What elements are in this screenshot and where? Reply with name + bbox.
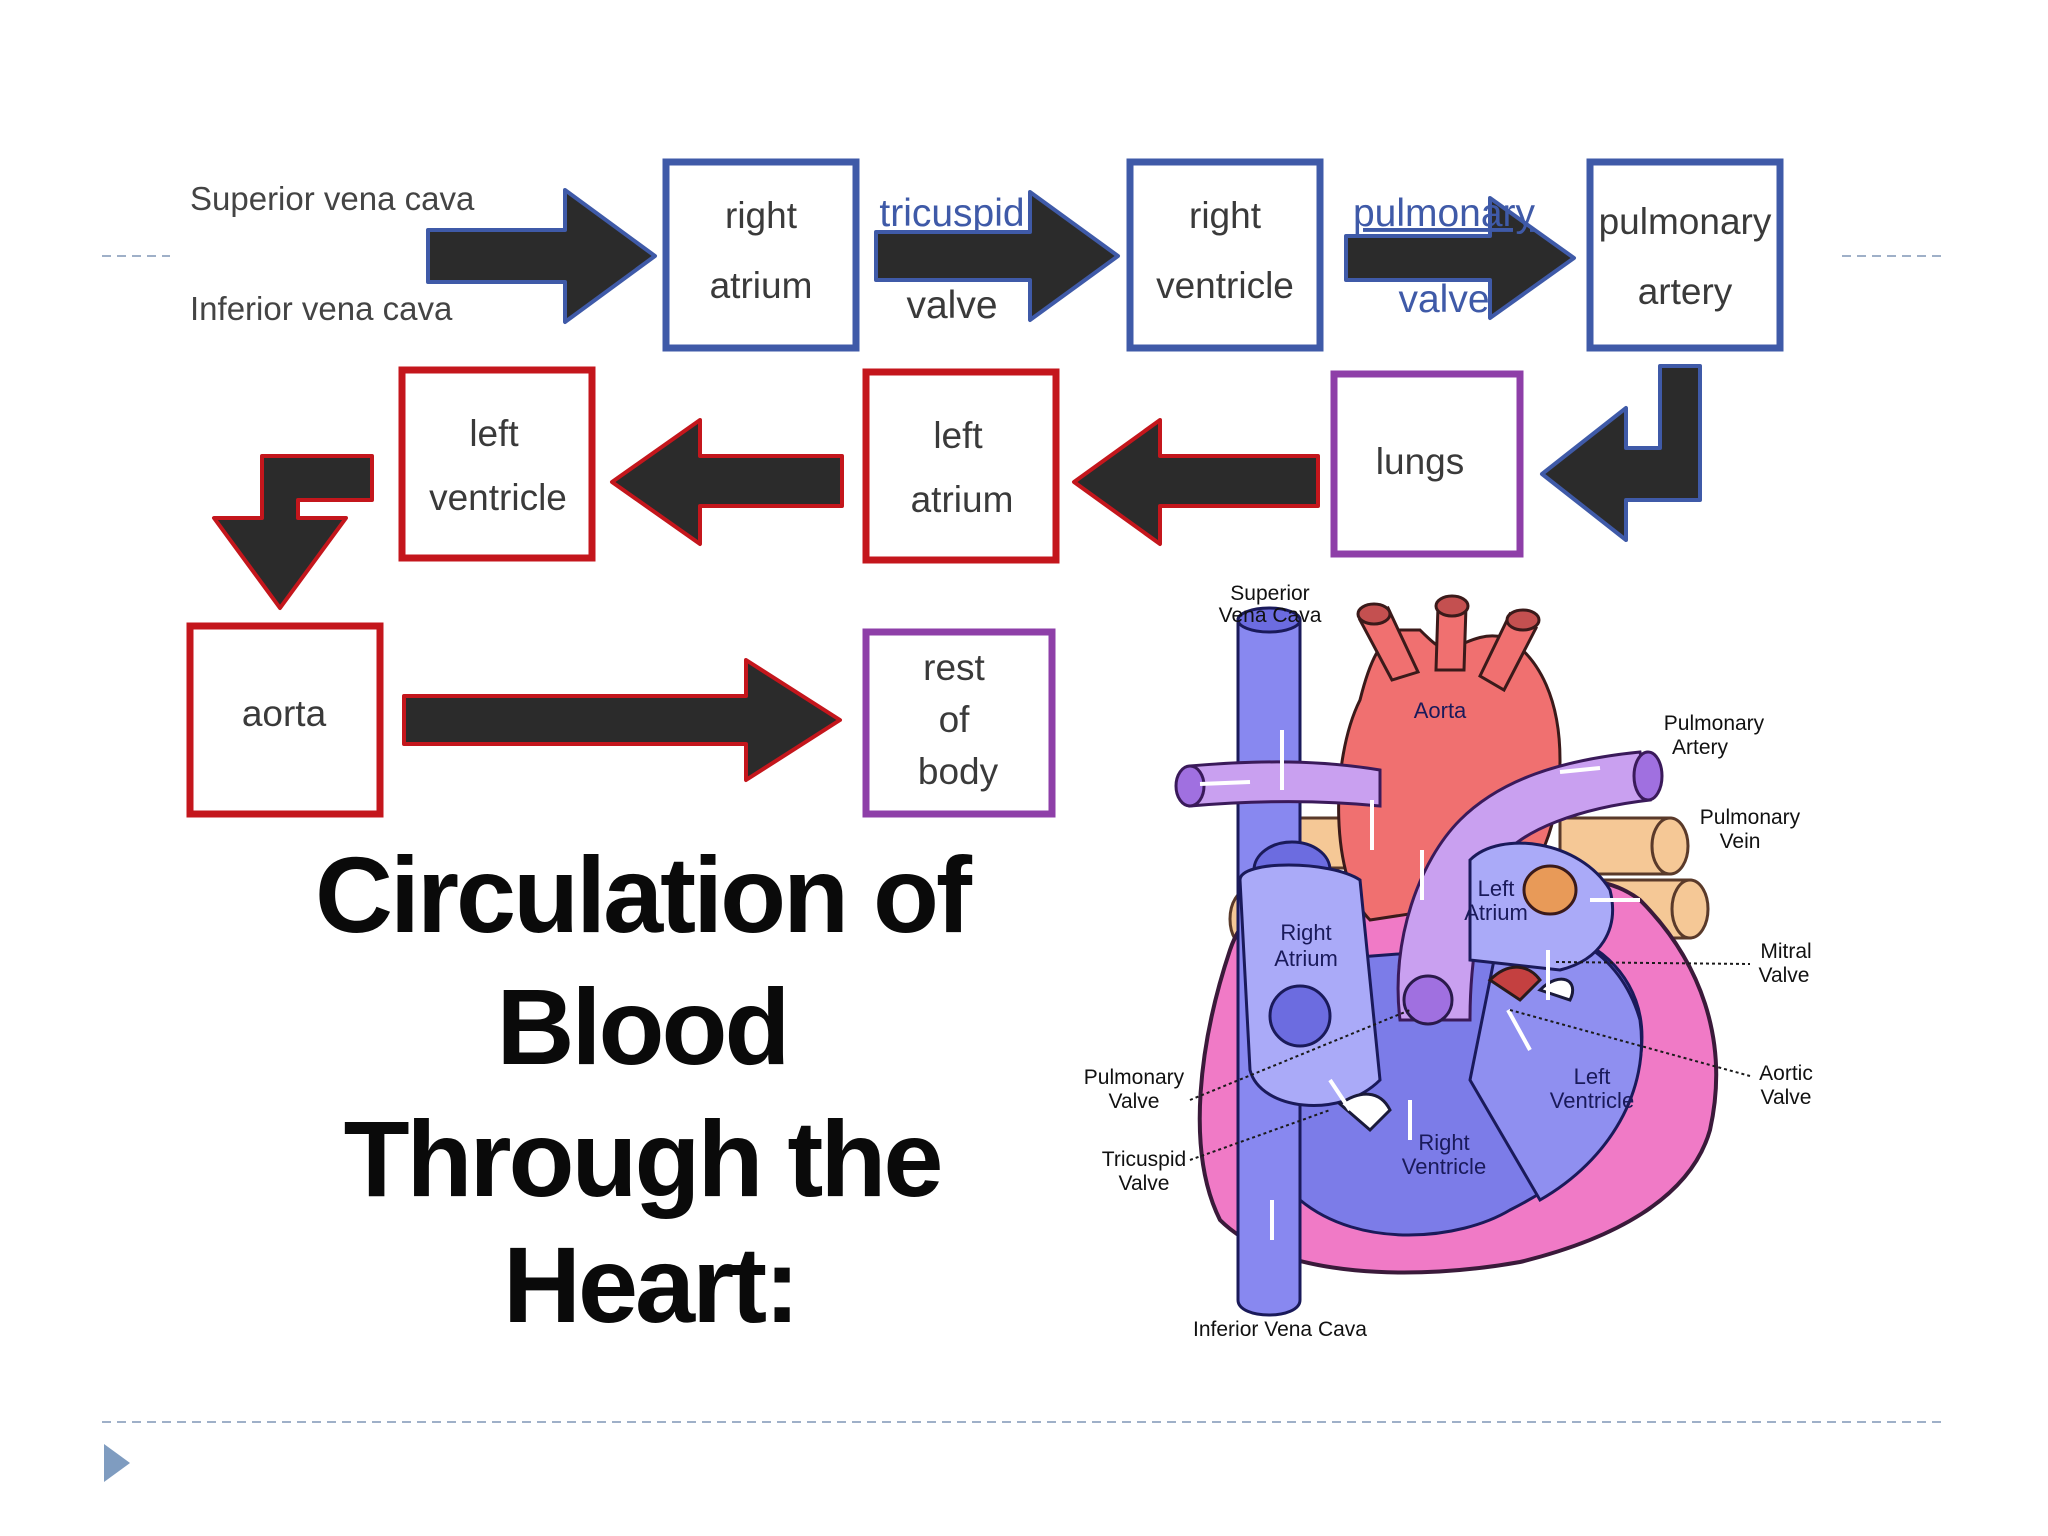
lungs-text: lungs — [1376, 441, 1464, 482]
right-ventricle-box — [1126, 158, 1324, 352]
left-ventricle-text-2: ventricle — [429, 477, 567, 518]
tricuspid-label-1: tricuspid — [879, 192, 1024, 235]
lungs-box — [1330, 370, 1524, 558]
left-atrium-box — [862, 368, 1060, 564]
rest-of-body-text-2: of — [939, 699, 971, 740]
hl-left-ventricle-1: Left — [1574, 1064, 1611, 1089]
hl-right-ventricle-2: Ventricle — [1402, 1154, 1486, 1179]
rest-of-body-box — [862, 628, 1056, 818]
right-atrium-text-1: right — [725, 195, 798, 236]
arrow-to-lungs — [1540, 364, 1702, 542]
left-ventricle-text-1: left — [469, 413, 519, 454]
hl-pulmonary-vein-1: Pulmonary — [1700, 806, 1801, 829]
hl-mitral-valve-2: Valve — [1759, 964, 1810, 987]
hl-right-ventricle-1: Right — [1418, 1130, 1469, 1155]
hl-mitral-valve-1: Mitral — [1760, 940, 1811, 963]
right-ventricle-text-1: right — [1189, 195, 1262, 236]
right-atrium-box — [662, 158, 860, 352]
hl-pulmonary-vein-2: Vein — [1720, 830, 1761, 853]
inferior-vena-cava-label: Inferior vena cava — [190, 290, 453, 327]
title-line-4: Heart: — [503, 1224, 797, 1345]
title-line-2: Blood — [497, 966, 788, 1087]
aorta-box — [186, 622, 384, 818]
hl-aortic-valve-1: Aortic — [1759, 1062, 1813, 1085]
tricuspid-label-2: valve — [906, 284, 997, 327]
hl-right-atrium-2: Atrium — [1274, 946, 1338, 971]
arrow-to-right-atrium — [426, 188, 657, 324]
right-ventricle-text-2: ventricle — [1156, 265, 1294, 306]
hl-right-atrium-1: Right — [1280, 920, 1331, 945]
arrow-tricuspid — [874, 190, 1120, 322]
hl-pulmonary-artery-2: Artery — [1672, 736, 1729, 759]
rest-of-body-text-3: body — [918, 751, 999, 792]
hl-pulmonary-valve-2: Valve — [1109, 1090, 1160, 1113]
arrow-pulmonary-valve — [1344, 196, 1576, 320]
hl-superior-vena-cava-2: Vena Cava — [1219, 604, 1322, 627]
rest-of-body-text-1: rest — [923, 647, 985, 688]
hl-left-atrium-1: Left — [1478, 876, 1515, 901]
pulmonary-valve-label-1: pulmonary — [1353, 192, 1536, 235]
hl-left-atrium-2: Atrium — [1464, 900, 1528, 925]
hl-aortic-valve-2: Valve — [1761, 1086, 1812, 1109]
play-triangle-icon[interactable] — [104, 1444, 130, 1482]
superior-vena-cava-label: Superior vena cava — [190, 180, 475, 217]
hl-left-ventricle-2: Ventricle — [1550, 1088, 1634, 1113]
left-atrium-text-2: atrium — [911, 479, 1014, 520]
hl-inferior-vena-cava: Inferior Vena Cava — [1193, 1318, 1367, 1341]
heart-illustration: Superior Vena Cava Aorta Pulmonary Arter… — [1084, 582, 1813, 1341]
pulmonary-artery-box — [1586, 158, 1784, 352]
pulmonary-artery-text-2: artery — [1638, 271, 1733, 312]
pulmonary-artery-text-1: pulmonary — [1599, 201, 1772, 242]
arrow-to-left-atrium — [1072, 418, 1320, 546]
arrow-to-aorta — [212, 454, 374, 610]
hl-aorta: Aorta — [1414, 698, 1467, 723]
hl-tricuspid-valve-1: Tricuspid — [1102, 1148, 1186, 1171]
title-line-3: Through the — [344, 1098, 941, 1219]
arrow-to-left-ventricle — [610, 418, 844, 546]
pulmonary-valve-label-2: valve — [1398, 278, 1489, 321]
title-line-1: Circulation of — [315, 834, 973, 955]
left-atrium-text-1: left — [933, 415, 983, 456]
arrow-to-rest-of-body — [402, 658, 842, 782]
hl-pulmonary-valve-1: Pulmonary — [1084, 1066, 1185, 1089]
hl-tricuspid-valve-2: Valve — [1119, 1172, 1170, 1195]
left-ventricle-box — [398, 366, 596, 562]
hl-superior-vena-cava-1: Superior — [1230, 582, 1309, 605]
right-atrium-text-2: atrium — [710, 265, 813, 306]
hl-pulmonary-artery-1: Pulmonary — [1664, 712, 1765, 735]
aorta-text: aorta — [242, 693, 327, 734]
